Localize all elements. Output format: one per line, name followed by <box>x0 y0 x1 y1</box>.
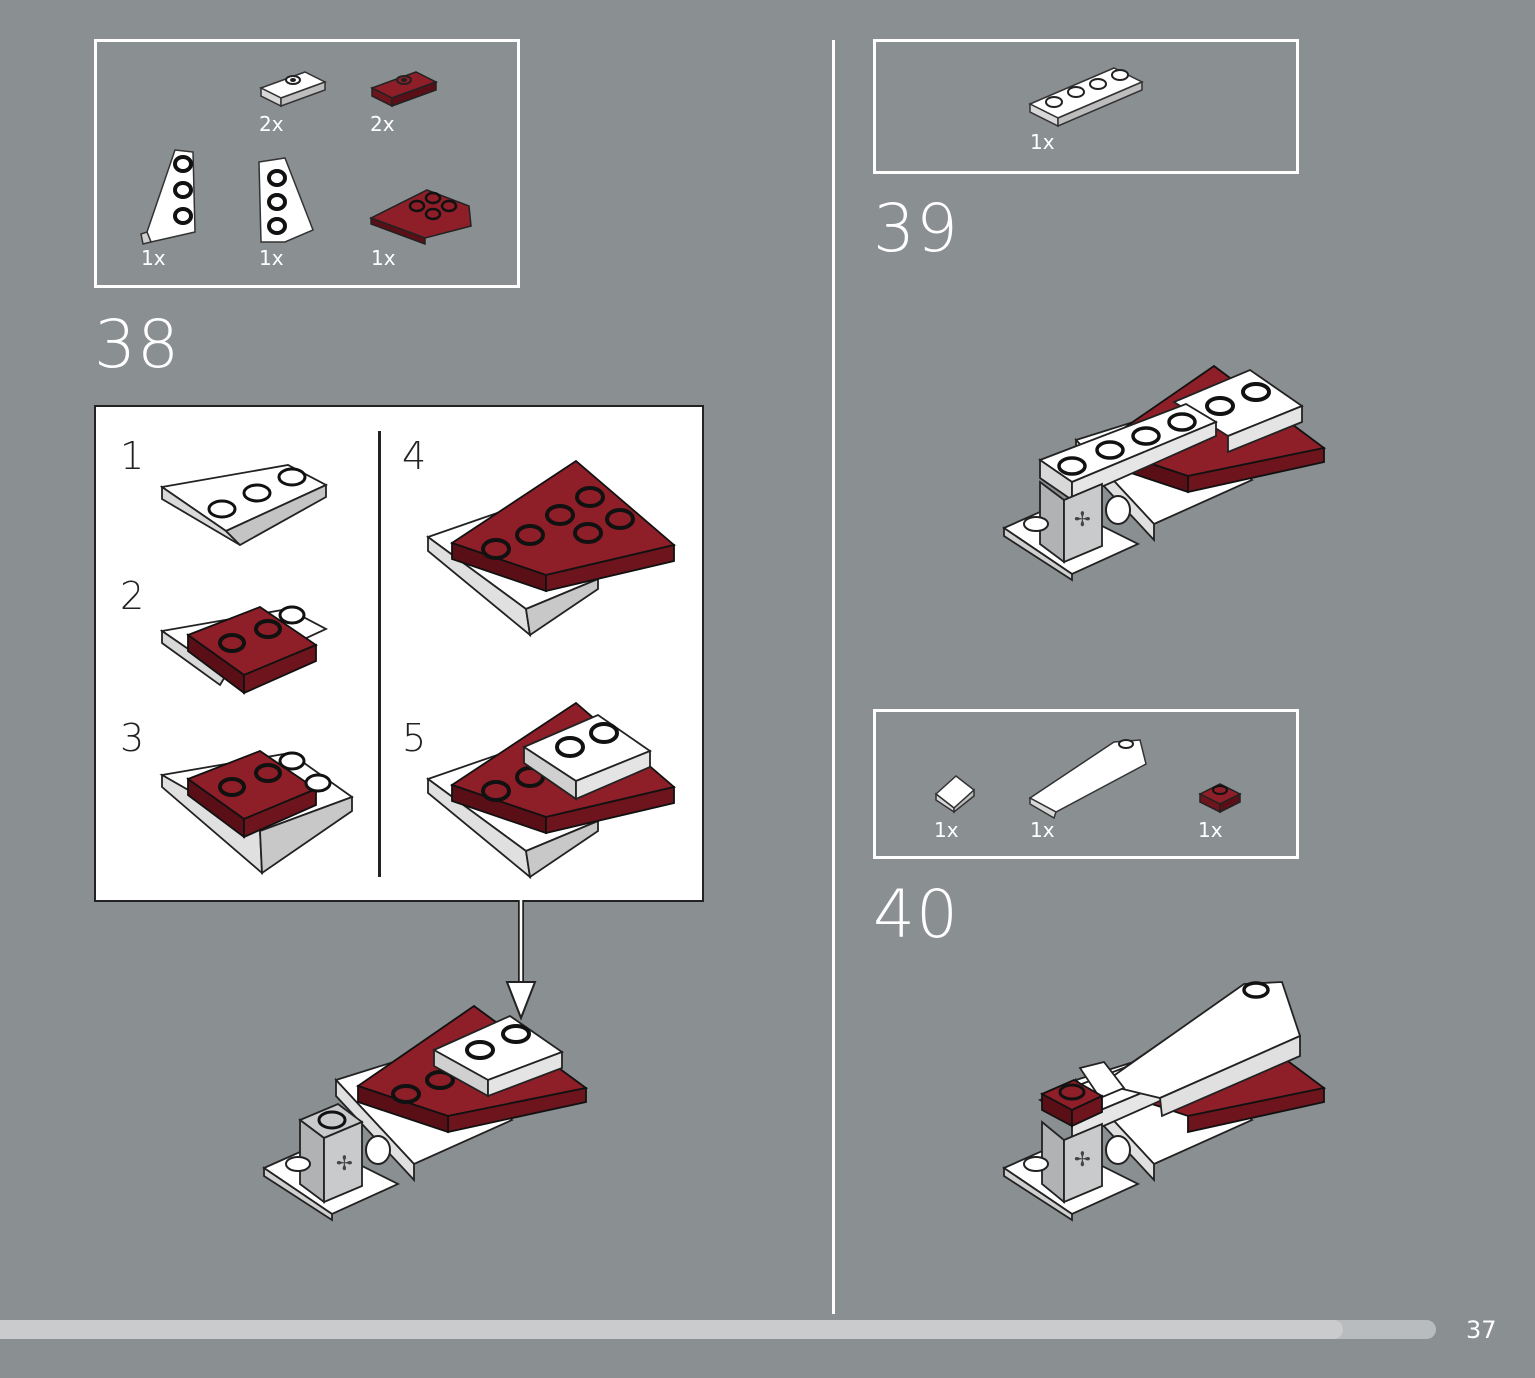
column-divider <box>832 40 835 1314</box>
qty-label: 1x <box>1030 818 1055 842</box>
substep-number: 1 <box>120 434 145 478</box>
page-number: 37 <box>1466 1316 1497 1344</box>
substep-3-model <box>159 749 354 876</box>
white-slope-curved-icon <box>1028 739 1147 820</box>
svg-text:✢: ✢ <box>1074 507 1091 531</box>
substep-number: 2 <box>120 574 145 618</box>
qty-label: 1x <box>371 246 396 270</box>
dark-red-wedge-plate-icon <box>369 189 472 246</box>
parts-box-step-39: 1x <box>873 39 1299 174</box>
dark-red-jumper-plate-icon <box>370 71 438 108</box>
progress-bar <box>0 1320 1436 1339</box>
step-38-model: ✢ <box>262 1004 589 1222</box>
qty-label: 1x <box>141 246 166 270</box>
step-number: 40 <box>873 876 959 953</box>
parts-box-step-40: 1x 1x 1x <box>873 709 1299 859</box>
substep-5-model <box>426 701 676 880</box>
substep-4-model <box>426 459 676 638</box>
substep-1-model <box>159 464 329 547</box>
step-40-model: ✢ <box>1002 981 1327 1222</box>
substep-number: 3 <box>120 716 145 760</box>
qty-label: 1x <box>259 246 284 270</box>
substep-number: 5 <box>402 716 427 760</box>
white-wedge-plate-right-icon <box>258 157 314 243</box>
svg-text:✢: ✢ <box>336 1151 353 1175</box>
white-plate-1x4-icon <box>1028 67 1144 128</box>
arrow-down-icon <box>505 900 537 1021</box>
substep-2-model <box>159 605 329 695</box>
step-39-model: ✢ <box>1002 364 1327 582</box>
qty-label: 1x <box>1030 130 1055 154</box>
svg-text:✢: ✢ <box>1074 1147 1091 1171</box>
qty-label: 1x <box>1198 818 1223 842</box>
parts-box-step-38: 2x 2x 1x 1x 1x <box>94 39 520 288</box>
white-slope-1x1-icon <box>934 775 976 814</box>
white-wedge-plate-left-icon <box>140 149 196 245</box>
progress-bar-fill <box>0 1320 1343 1339</box>
step-number: 38 <box>94 306 180 383</box>
qty-label: 2x <box>259 112 284 136</box>
qty-label: 1x <box>934 818 959 842</box>
subassembly-divider <box>378 431 381 877</box>
qty-label: 2x <box>370 112 395 136</box>
substep-number: 4 <box>402 434 427 478</box>
step-number: 39 <box>873 190 959 267</box>
dark-red-plate-1x1-icon <box>1198 783 1242 814</box>
subassembly-panel: 1 2 3 4 5 <box>94 405 704 902</box>
white-jumper-plate-icon <box>259 71 327 108</box>
